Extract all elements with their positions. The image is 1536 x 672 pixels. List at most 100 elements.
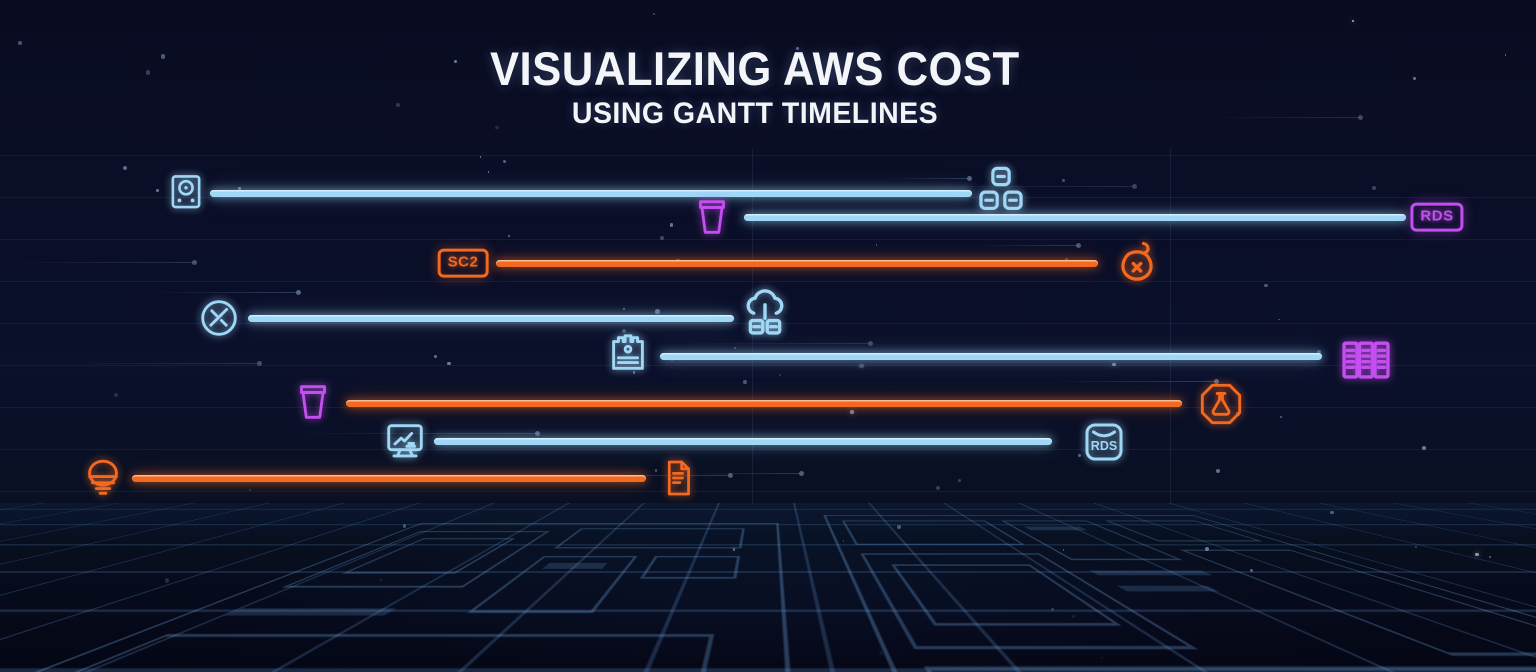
star-dot [238,187,241,190]
trail-line [691,341,873,347]
timeline-bar [132,474,646,482]
star-dot [396,102,400,107]
star-dot [653,13,656,16]
star-dot [622,307,626,310]
star-dot [875,244,878,247]
trail-line [54,360,262,366]
star-dot [1061,179,1065,183]
star-dot [1112,362,1117,367]
star-dot [1277,318,1280,321]
trail-line [8,259,198,265]
perspective-floor [0,503,1536,672]
page-subtitle: USING GANTT TIMELINES [571,97,939,131]
page-title: VISUALIZING AWS COST [490,42,1020,95]
star-dot [660,235,665,240]
star-dot [145,70,151,75]
star-dot [487,171,490,174]
star-dot [795,46,799,50]
star-dot [958,478,962,483]
monitor-chart-icon [382,419,428,465]
trail-line [288,431,541,437]
star-dot [1078,454,1081,457]
star-dot [655,469,658,472]
s3-bucket-icon [290,379,336,425]
grid-hairline [0,281,1536,282]
timeline-bar [496,259,1098,267]
billing-receipt-icon [605,330,651,376]
star-dot [1371,186,1376,191]
trail-line [976,243,1081,249]
timeline-bar [660,352,1322,360]
star-dot [850,410,855,414]
star-dot [935,486,941,491]
timeline-bar [210,189,972,197]
timeline-bar [434,437,1052,445]
cost-meter-icon [196,295,242,341]
star-dot [778,374,781,377]
star-dot [453,59,458,64]
star-dot [1412,77,1416,81]
trail-line [152,289,301,295]
grid-hairline [0,449,1536,450]
star-dot [495,125,499,130]
trail-line [1048,378,1220,384]
rds-database-icon: RDS [1080,418,1128,466]
instance-cluster-icon [975,164,1027,216]
star-dot [655,309,660,314]
star-dot [479,156,482,158]
blueprint-schematic [0,522,810,672]
blueprint-schematic [823,514,1536,672]
star-dot [114,392,119,397]
star-dot [122,166,127,171]
star-dot [249,489,252,492]
star-dot [1280,416,1282,418]
svg-text:RDS: RDS [1091,439,1117,453]
compute-chip-icon [165,172,207,214]
star-dot [733,346,736,349]
star-dot [160,54,165,59]
trail-line [889,183,1138,189]
grid-hairline [0,239,1536,240]
star-dot [446,361,451,366]
timeline-bar [744,213,1406,221]
cloud-deploy-icon [738,289,792,343]
header: VISUALIZING AWS COST USING GANTT TIMELIN… [0,44,1536,131]
star-dot [434,355,437,359]
grid-hairline [0,155,1536,156]
star-dot [1316,349,1321,355]
star-dot [17,40,23,46]
grid-hairline [0,197,1536,198]
grid-hairline [0,491,1536,492]
invoice-doc-icon [656,456,700,500]
trail-line [889,176,972,182]
star-dot [622,329,626,334]
rds-badge: RDS [1410,202,1464,232]
grid-vertical [1170,148,1171,505]
star-dot [859,363,864,368]
s3-bucket-icon [689,194,735,240]
star-dot [743,379,747,384]
grid-hairline [0,407,1536,408]
star-dot [1264,283,1268,288]
star-dot [507,235,510,238]
trail-line [686,470,804,476]
star-dot [1215,469,1220,473]
sc2-badge: SC2 [437,248,489,278]
timeline-bar [248,314,734,322]
lambda-pot-icon [1111,238,1163,290]
star-dot [670,223,674,227]
trail-line [1209,114,1363,120]
star-dot [733,112,735,115]
star-dot [1352,20,1354,22]
star-dot [671,359,674,362]
star-dot [502,159,506,163]
storage-racks-icon [1339,333,1393,387]
star-dot [1422,446,1427,450]
flask-badge-icon [1198,381,1244,427]
star-dot [1504,54,1507,57]
grid-hairline [0,365,1536,366]
database-disk-icon [80,454,126,500]
star-dot [633,371,636,374]
star-dot [156,189,160,193]
